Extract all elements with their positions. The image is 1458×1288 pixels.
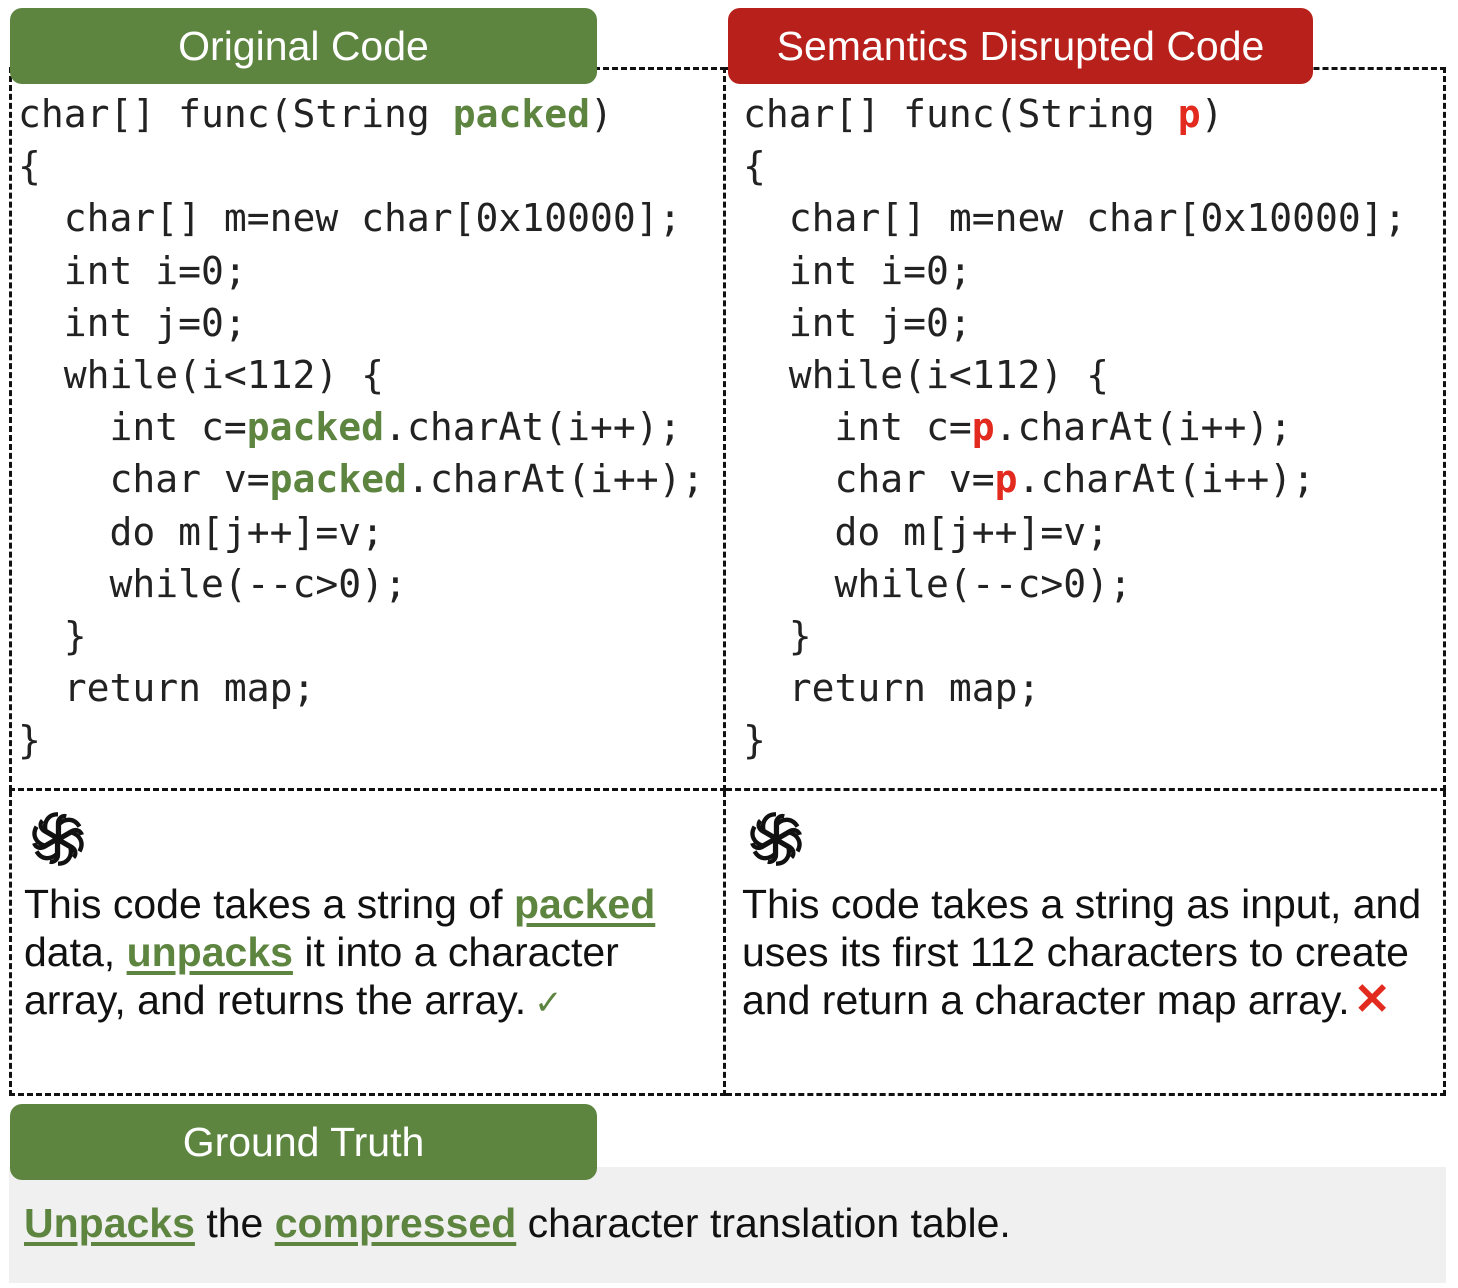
ground-truth-plain: character translation table. bbox=[516, 1200, 1011, 1246]
code-text: } bbox=[18, 613, 87, 658]
code-text: ) bbox=[1200, 92, 1224, 136]
code-text: do m[j++]=v; bbox=[743, 509, 1110, 554]
explanation-text: data, bbox=[24, 929, 127, 975]
code-text: .charAt(i++); bbox=[994, 405, 1293, 450]
chatgpt-logo-icon bbox=[743, 812, 809, 872]
chatgpt-logo-icon bbox=[25, 812, 91, 872]
disrupted-explanation: This code takes a string as input, and u… bbox=[742, 880, 1442, 1024]
code-text: while(i<112) { bbox=[743, 352, 1110, 397]
code-text: do m[j++]=v; bbox=[18, 509, 385, 554]
code-text: char v= bbox=[743, 457, 995, 502]
check-icon: ✓ bbox=[534, 984, 563, 1022]
code-line: int c=p.charAt(i++); bbox=[743, 401, 1406, 453]
code-line: } bbox=[743, 610, 1406, 662]
parameter-name: p bbox=[994, 457, 1018, 502]
disrupted-code-label: Semantics Disrupted Code bbox=[728, 8, 1313, 84]
code-text: int j=0; bbox=[743, 300, 972, 345]
ground-truth-text: Unpacks the compressed character transla… bbox=[24, 1199, 1011, 1247]
code-line: int j=0; bbox=[743, 297, 1406, 349]
code-text: } bbox=[743, 613, 812, 658]
parameter-name: p bbox=[1177, 92, 1201, 136]
code-line: char[] m=new char[0x10000]; bbox=[18, 192, 704, 244]
code-text: char[] m=new char[0x10000]; bbox=[18, 196, 682, 241]
code-text: } bbox=[743, 718, 766, 763]
ground-truth-panel bbox=[9, 1167, 1446, 1283]
disrupted-code-block: char[] func(String p){ char[] m=new char… bbox=[743, 88, 1406, 766]
code-line: } bbox=[18, 714, 704, 766]
code-text: char[] func(String bbox=[743, 92, 1178, 136]
code-line: int i=0; bbox=[743, 245, 1406, 297]
disrupted-explanation-panel bbox=[726, 791, 1446, 1096]
code-line: int i=0; bbox=[18, 245, 704, 297]
code-line: while(i<112) { bbox=[743, 349, 1406, 401]
code-text: ) bbox=[589, 92, 613, 136]
code-line: do m[j++]=v; bbox=[18, 506, 704, 558]
code-line: char[] func(String p) bbox=[743, 88, 1406, 140]
parameter-name: packed bbox=[246, 405, 385, 450]
code-text: .charAt(i++); bbox=[1017, 457, 1315, 502]
explanation-text: This code takes a string as input, and u… bbox=[742, 881, 1422, 1023]
code-text: int c= bbox=[18, 405, 247, 450]
code-line: } bbox=[18, 610, 704, 662]
code-text: char[] m=new char[0x10000]; bbox=[743, 196, 1407, 241]
code-text: } bbox=[18, 718, 41, 763]
code-line: { bbox=[18, 140, 704, 192]
code-line: while(--c>0); bbox=[743, 558, 1406, 610]
code-text: .charAt(i++); bbox=[406, 457, 705, 502]
code-text: int i=0; bbox=[18, 248, 247, 293]
code-line: int j=0; bbox=[18, 297, 704, 349]
original-explanation-panel bbox=[9, 791, 726, 1096]
code-line: int c=packed.charAt(i++); bbox=[18, 401, 704, 453]
code-text: while(--c>0); bbox=[18, 561, 407, 606]
code-text: while(i<112) { bbox=[18, 352, 385, 397]
code-line: do m[j++]=v; bbox=[743, 506, 1406, 558]
explanation-text: This code takes a string of bbox=[24, 881, 514, 927]
explanation-text: it into a character array, and returns t… bbox=[24, 929, 619, 1023]
keyword-packed: packed bbox=[513, 881, 656, 927]
parameter-name: p bbox=[971, 405, 995, 450]
original-code-block: char[] func(String packed){ char[] m=new… bbox=[18, 88, 704, 766]
code-line: return map; bbox=[18, 662, 704, 714]
ground-truth-label: Ground Truth bbox=[10, 1104, 597, 1180]
code-text: return map; bbox=[743, 666, 1041, 711]
parameter-name: packed bbox=[269, 457, 407, 502]
code-line: while(--c>0); bbox=[18, 558, 704, 610]
code-text: while(--c>0); bbox=[743, 561, 1132, 606]
code-text: { bbox=[18, 144, 41, 189]
code-text: int i=0; bbox=[743, 248, 972, 293]
code-line: { bbox=[743, 140, 1406, 192]
code-text: char[] func(String bbox=[18, 92, 453, 136]
code-text: { bbox=[743, 144, 766, 189]
code-text: int c= bbox=[743, 405, 972, 450]
code-line: char v=packed.charAt(i++); bbox=[18, 453, 705, 505]
code-text: char v= bbox=[18, 457, 270, 502]
code-line: return map; bbox=[743, 662, 1406, 714]
code-text: int j=0; bbox=[18, 300, 247, 345]
keyword-unpacks: unpacks bbox=[126, 929, 293, 975]
code-line: char v=p.charAt(i++); bbox=[743, 453, 1406, 505]
keyword-compressed: compressed bbox=[274, 1200, 517, 1246]
code-text: return map; bbox=[18, 666, 316, 711]
code-line: char[] m=new char[0x10000]; bbox=[743, 192, 1407, 244]
cross-icon: ✕ bbox=[1353, 975, 1391, 1024]
code-line: char[] func(String packed) bbox=[18, 88, 704, 140]
original-code-label: Original Code bbox=[10, 8, 597, 84]
code-text: .charAt(i++); bbox=[384, 405, 682, 450]
ground-truth-plain: the bbox=[194, 1200, 275, 1246]
keyword-unpacks: Unpacks bbox=[24, 1200, 195, 1246]
code-line: while(i<112) { bbox=[18, 349, 704, 401]
original-explanation: This code takes a string of packed data,… bbox=[24, 880, 714, 1027]
parameter-name: packed bbox=[452, 92, 590, 136]
code-line: } bbox=[743, 714, 1406, 766]
